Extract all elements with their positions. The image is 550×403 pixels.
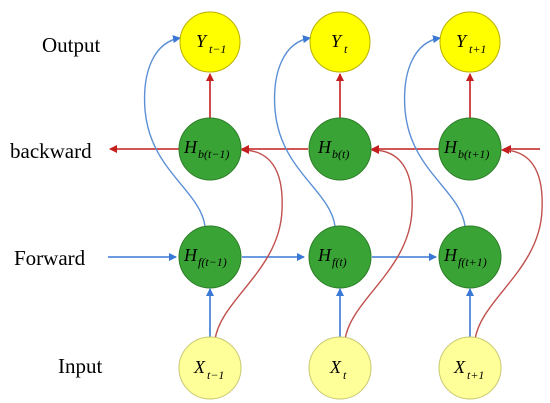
forward-node-t: H f(t) — [308, 225, 372, 289]
node-sub-text: b(t) — [332, 147, 349, 161]
node-main-text: H — [317, 137, 332, 157]
node-sub-text: t+1 — [467, 368, 484, 382]
node-sub-text: f(t−1) — [198, 255, 227, 269]
backward-node-t-minus-1: H b(t−1) — [178, 117, 242, 181]
hf-to-y-curve-3 — [403, 35, 466, 227]
node-main-text: Y — [456, 31, 468, 51]
output-node-t-plus-1: Y t+1 — [439, 11, 501, 73]
output-row-label: Output — [42, 33, 101, 57]
input-node-t-minus-1: X t−1 — [178, 336, 242, 400]
node-sub-text: t−1 — [207, 368, 224, 382]
forward-node-t-plus-1: H f(t+1) — [438, 225, 502, 289]
node-sub-text: t — [343, 368, 347, 382]
backward-node-t-plus-1: H b(t+1) — [438, 117, 502, 181]
node-sub-text: t−1 — [209, 42, 226, 56]
node-main-text: H — [183, 137, 198, 157]
forward-node-t-minus-1: H f(t−1) — [178, 225, 242, 289]
output-node-t: Y t — [309, 11, 371, 73]
node-main-text: X — [453, 357, 466, 377]
x-to-hb-curve-1 — [214, 146, 283, 341]
node-sub-text: t+1 — [469, 42, 486, 56]
node-main-text: H — [317, 245, 332, 265]
node-sub-text: b(t−1) — [198, 147, 229, 161]
node-main-text: X — [193, 357, 206, 377]
node-sub-text: t — [344, 42, 348, 56]
node-main-text: Y — [196, 31, 208, 51]
backward-node-t: H b(t) — [308, 117, 372, 181]
backward-row-label: backward — [10, 139, 92, 163]
forward-row-label: Forward — [14, 246, 86, 270]
node-main-text: H — [183, 245, 198, 265]
node-sub-text: f(t) — [332, 255, 347, 269]
hf-to-y-curve-2 — [273, 35, 336, 227]
node-sub-text: b(t+1) — [458, 147, 489, 161]
node-main-text: H — [443, 245, 458, 265]
x-to-hb-curve-2 — [344, 146, 413, 341]
node-main-text: X — [329, 357, 342, 377]
node-main-text: H — [443, 137, 458, 157]
input-node-t-plus-1: X t+1 — [438, 336, 502, 400]
input-row-label: Input — [58, 354, 102, 378]
hf-to-y-curve-1 — [143, 35, 206, 227]
x-to-hb-curve-3 — [474, 146, 543, 341]
node-main-text: Y — [331, 31, 343, 51]
node-sub-text: f(t+1) — [458, 255, 487, 269]
input-node-t: X t — [308, 336, 372, 400]
output-node-t-minus-1: Y t−1 — [179, 11, 241, 73]
